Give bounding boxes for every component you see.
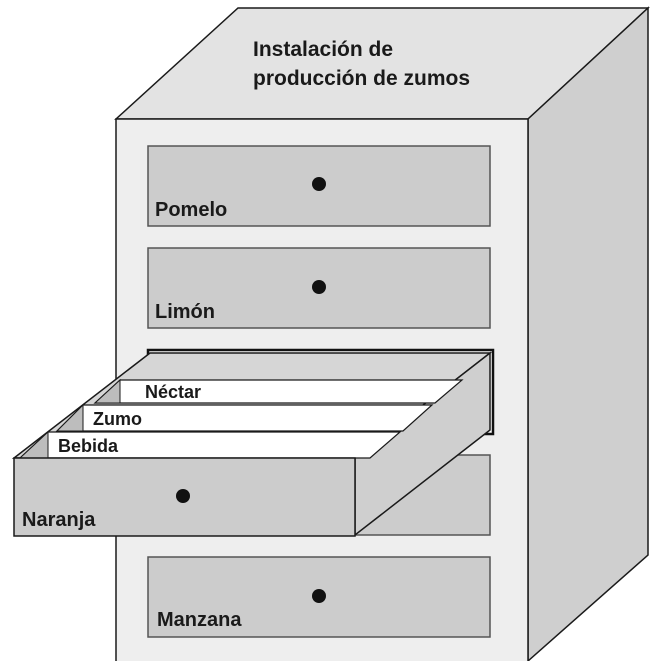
drawer-naranja-handle <box>176 489 190 503</box>
drawer-naranja[interactable]: Néctar Zumo Bebida Naranja <box>11 351 493 537</box>
card-nectar-label: Néctar <box>145 382 201 402</box>
drawer-pomelo[interactable]: Pomelo <box>147 145 491 227</box>
drawer-manzana-handle <box>312 589 326 603</box>
drawer-naranja-label: Naranja <box>22 509 96 531</box>
card-nectar-edge <box>93 378 121 404</box>
drawer-limon-label: Limón <box>155 301 215 323</box>
card-bebida-label: Bebida <box>58 436 119 456</box>
card-zumo-label: Zumo <box>93 409 142 429</box>
cabinet-title-line1: Instalación de <box>253 38 393 61</box>
cabinet-title-line2: producción de zumos <box>253 67 470 90</box>
card-nectar[interactable]: Néctar <box>93 378 464 404</box>
drawer-limon[interactable]: Limón <box>147 247 491 329</box>
cabinet-side <box>527 6 649 663</box>
drawer-manzana-label: Manzana <box>157 609 242 631</box>
card-zumo-edge <box>55 403 84 432</box>
card-zumo[interactable]: Zumo <box>55 403 434 432</box>
card-bebida[interactable]: Bebida <box>18 430 402 459</box>
card-bebida-edge <box>18 430 49 459</box>
drawer-limon-handle <box>312 280 326 294</box>
drawer-manzana[interactable]: Manzana <box>147 556 491 638</box>
drawer-pomelo-label: Pomelo <box>155 199 227 221</box>
drawer-pomelo-handle <box>312 177 326 191</box>
